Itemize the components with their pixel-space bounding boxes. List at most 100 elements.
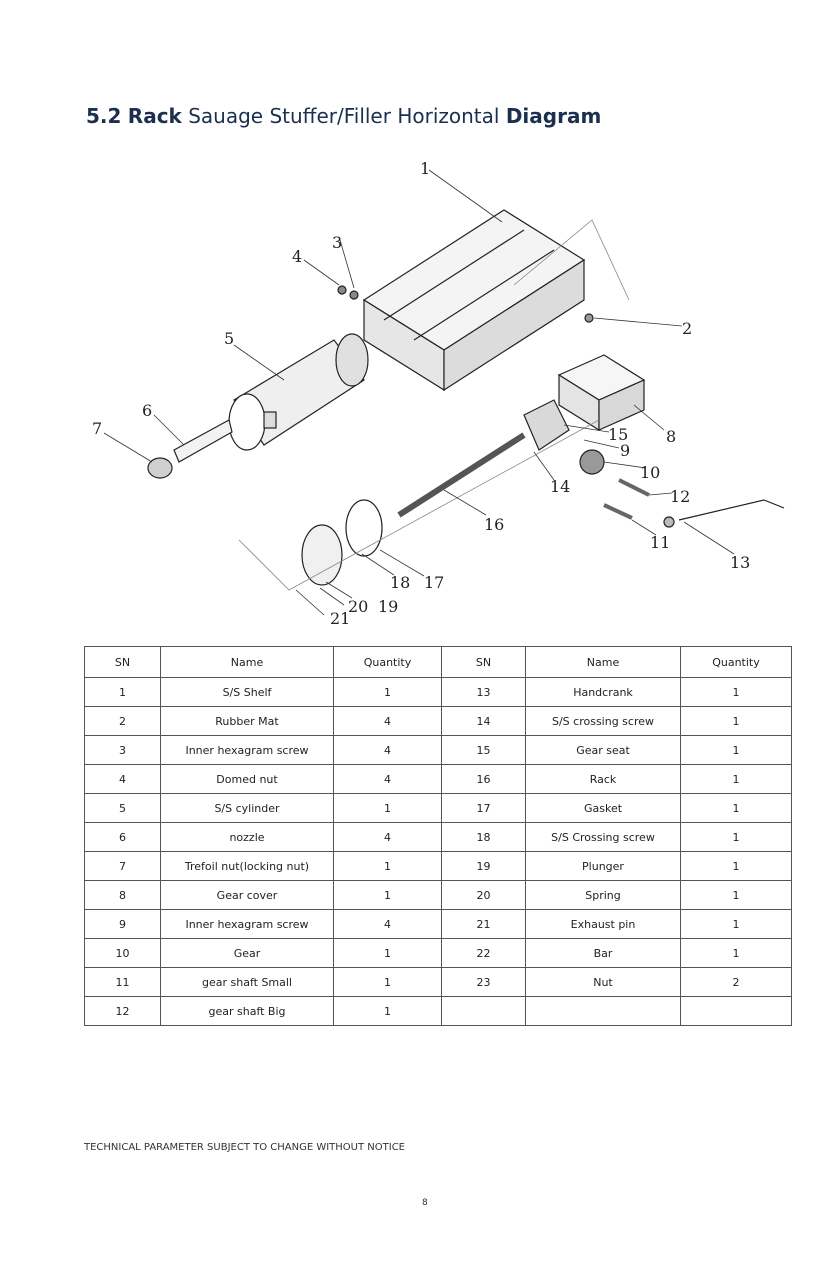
cell-sn: 6 — [84, 822, 161, 852]
cell-quantity-2: 1 — [680, 909, 792, 939]
callout-13: 13 — [730, 553, 750, 572]
cell-sn-2: 15 — [441, 735, 526, 765]
cell-name: S/S Shelf — [160, 677, 334, 707]
cell-name: Gear — [160, 938, 334, 968]
nozzle-part — [147, 419, 233, 479]
rack-part — [397, 432, 526, 518]
callout-12: 12 — [670, 487, 690, 506]
cell-sn-2: 20 — [441, 880, 526, 910]
cell-quantity: 4 — [333, 909, 442, 939]
title-main: Sauage Stuffer/Filler Horizontal — [188, 104, 500, 128]
assembly-outline — [238, 419, 600, 591]
cell-sn-2: 16 — [441, 764, 526, 794]
cylinder-part — [228, 333, 369, 451]
cell-name-2: Gear seat — [525, 735, 681, 765]
callout-18: 18 — [390, 573, 410, 592]
gear-shaft-small-part — [603, 503, 633, 520]
cell-quantity-2: 1 — [680, 706, 792, 736]
cell-name-2: S/S Crossing screw — [525, 822, 681, 852]
cell-quantity: 4 — [333, 764, 442, 794]
cell-name-2: Bar — [525, 938, 681, 968]
cell-name: Gear cover — [160, 880, 334, 910]
cell-quantity: 1 — [333, 938, 442, 968]
callout-1: 1 — [420, 159, 430, 178]
cell-quantity: 1 — [333, 880, 442, 910]
cell-quantity: 1 — [333, 793, 442, 823]
callout-21: 21 — [330, 609, 350, 628]
page-title: 5.2 Rack Sauage Stuffer/Filler Horizonta… — [86, 104, 601, 128]
table-header-row: SN Name Quantity SN Name Quantity — [84, 646, 792, 678]
cell-sn: 2 — [84, 706, 161, 736]
title-section-number: 5.2 — [86, 104, 122, 128]
cell-quantity-2: 1 — [680, 793, 792, 823]
cell-quantity-2: 1 — [680, 938, 792, 968]
cell-sn: 4 — [84, 764, 161, 794]
callout-10: 10 — [640, 463, 660, 482]
cell-quantity: 1 — [333, 996, 442, 1026]
handcrank-part — [663, 499, 785, 528]
cell-quantity-2: 2 — [680, 967, 792, 997]
shelf-part — [362, 209, 586, 392]
screw-part-3 — [349, 290, 359, 300]
leader-lines — [103, 169, 735, 616]
callout-17: 17 — [424, 573, 444, 592]
cell-quantity-2: 1 — [680, 677, 792, 707]
cell-sn: 10 — [84, 938, 161, 968]
cell-name-2: S/S crossing screw — [525, 706, 681, 736]
callout-4: 4 — [292, 247, 302, 266]
cell-sn: 12 — [84, 996, 161, 1026]
cell-sn-2: 21 — [441, 909, 526, 939]
cell-name: gear shaft Small — [160, 967, 334, 997]
cell-sn-2: 13 — [441, 677, 526, 707]
cell-sn-2: 23 — [441, 967, 526, 997]
cell-sn: 5 — [84, 793, 161, 823]
cell-quantity-2: 1 — [680, 880, 792, 910]
cell-sn-2: 17 — [441, 793, 526, 823]
cell-sn: 9 — [84, 909, 161, 939]
gear-part — [579, 449, 605, 475]
cell-sn-2: 22 — [441, 938, 526, 968]
cell-quantity-2: 1 — [680, 822, 792, 852]
cell-name: Inner hexagram screw — [160, 735, 334, 765]
cell-name-2: Handcrank — [525, 677, 681, 707]
header-sn-2: SN — [441, 646, 526, 678]
cell-name-2: Exhaust pin — [525, 909, 681, 939]
callout-3: 3 — [332, 233, 342, 252]
cell-name-2: Gasket — [525, 793, 681, 823]
cell-name: Inner hexagram screw — [160, 909, 334, 939]
cell-sn: 7 — [84, 851, 161, 881]
cell-sn-2: 19 — [441, 851, 526, 881]
cell-sn: 1 — [84, 677, 161, 707]
header-name: Name — [160, 646, 334, 678]
cell-sn: 3 — [84, 735, 161, 765]
plunger-part — [301, 524, 343, 586]
callout-11: 11 — [650, 533, 670, 552]
cell-quantity: 1 — [333, 851, 442, 881]
gasket-part — [345, 499, 383, 557]
cell-sn-2: 18 — [441, 822, 526, 852]
cell-name-2: Plunger — [525, 851, 681, 881]
assembly-outline-top — [513, 219, 630, 301]
cell-sn-2 — [441, 996, 526, 1026]
cell-sn-2: 14 — [441, 706, 526, 736]
cell-quantity: 4 — [333, 735, 442, 765]
callout-6: 6 — [142, 401, 152, 420]
footer-note: TECHNICAL PARAMETER SUBJECT TO CHANGE WI… — [84, 1142, 405, 1153]
callout-5: 5 — [224, 329, 234, 348]
cell-quantity: 1 — [333, 967, 442, 997]
callout-8: 8 — [666, 427, 676, 446]
cell-name-2: Rack — [525, 764, 681, 794]
title-rack: Rack — [127, 104, 182, 128]
